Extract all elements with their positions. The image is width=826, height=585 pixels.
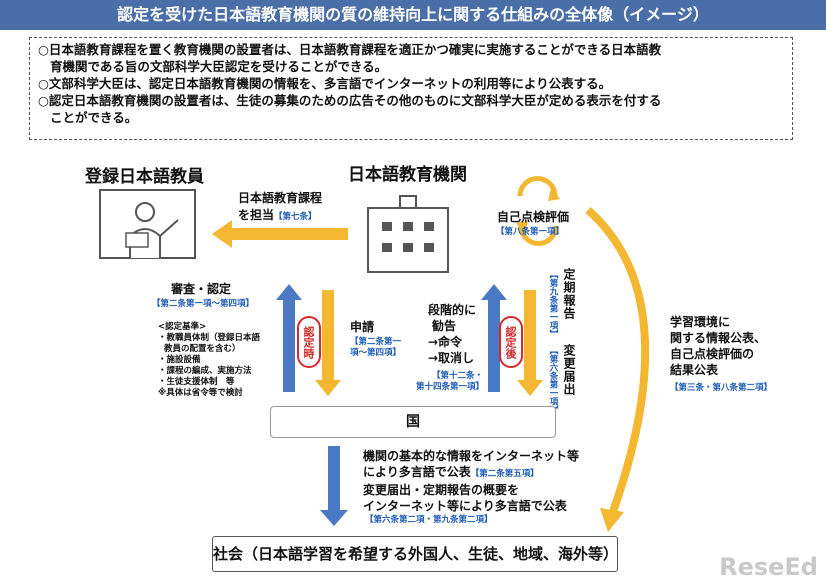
publication-line: により多言語で公表 xyxy=(363,465,471,479)
periodic-text: 定期報告 xyxy=(562,268,576,320)
learning-line: 学習環境に xyxy=(670,315,731,329)
course-text: を担当【第七条】 xyxy=(238,206,317,223)
learning-line: 自己点検評価の xyxy=(670,347,755,361)
criteria-item: ・課程の編成、実施方法 xyxy=(158,366,252,376)
badge-after: 認定後 xyxy=(499,316,523,368)
stepwise-ref: 【第十二条・ xyxy=(432,371,484,381)
stepwise-text: 段階的に 勧告 →命令 →取消し xyxy=(428,302,476,366)
periodic-ref: 【第九条第一項】 xyxy=(548,270,558,338)
cycle-icon xyxy=(516,176,560,246)
change-ref: 【第六条第一項】 xyxy=(548,346,558,414)
application-ref: 項～第四項】 xyxy=(350,348,402,358)
criteria-item: ・生徒支援体制 等 xyxy=(158,377,235,387)
apply-arrow xyxy=(315,290,341,396)
criteria-item: ※具体は省令等で検討 xyxy=(158,388,243,398)
course-text-2: を担当 xyxy=(238,208,275,222)
criteria-item: ・教職員体制（登録日本語 xyxy=(158,333,261,343)
page-title: 認定を受けた日本語教育機関の質の維持向上に関する仕組みの全体像（イメージ） xyxy=(0,0,826,30)
course-ref: 【第七条】 xyxy=(274,212,317,222)
learning-text: 学習環境に 関する情報公表、 自己点検評価の 結果公表 xyxy=(670,314,766,378)
criteria-list: <認定基準> ・教職員体制（登録日本語 教員の配置を含む） ・施設設備 ・課程の… xyxy=(158,322,260,399)
criteria-item: 教員の配置を含む） xyxy=(164,344,241,354)
publication-ref: 【第二条第五項】 xyxy=(470,469,539,479)
self-eval-text: 自己点検評価 xyxy=(497,210,570,224)
summary-box: ○日本語教育課程を置く教育機関の設置者は、日本語教育課程を適正かつ確実に実施する… xyxy=(29,37,793,140)
learning-arrow xyxy=(585,207,650,522)
publication-arrow xyxy=(320,446,348,526)
publication-line: 機関の基本的な情報をインターネット等 xyxy=(363,449,580,463)
building-icon xyxy=(367,195,449,273)
badge-before: 認定時 xyxy=(297,316,321,368)
teacher-icon xyxy=(99,189,196,259)
application-text: 申請 xyxy=(350,320,375,334)
review-text: 審査・認定 xyxy=(171,282,232,296)
learning-ref: 【第三条・第八条第二項】 xyxy=(670,383,773,393)
review-ref: 【第二条第一項～第四項】 xyxy=(152,299,255,309)
publication-line: インターネット等により多言語で公表 xyxy=(363,499,567,513)
publication-text: 機関の基本的な情報をインターネット等 により多言語で公表【第二条第五項】 変更届… xyxy=(363,448,579,514)
teacher-label: 登録日本語教員 xyxy=(85,167,204,187)
criteria-heading: <認定基準> xyxy=(158,322,207,332)
publication-line: 変更届出・定期報告の概要を xyxy=(363,483,520,497)
summary-line: ○日本語教育課程を置く教育機関の設置者は、日本語教育課程を適正かつ確実に実施する… xyxy=(38,42,662,57)
stepwise-line: 段階的に xyxy=(428,303,477,317)
summary-line: ○文部科学大臣は、認定日本語教育機関の情報を、多言語でインターネットの利用等によ… xyxy=(38,76,612,91)
society-box: 社会（日本語学習を希望する外国人、生徒、地域、海外等） xyxy=(212,536,618,572)
review-arrow xyxy=(276,284,302,392)
reseed-logo: ReseEd xyxy=(719,553,818,581)
summary-line: ことができる。 xyxy=(50,110,138,125)
self-eval-ref: 【第八条第一項】 xyxy=(496,227,565,237)
learning-line: 結果公表 xyxy=(670,363,719,377)
criteria-item: ・施設設備 xyxy=(158,355,201,365)
summary-line: 育機関である旨の文部科学大臣認定を受けることができる。 xyxy=(50,59,388,74)
course-text: 日本語教育課程 xyxy=(238,191,323,205)
stepwise-line: 勧告 xyxy=(432,319,457,333)
stepwise-arrow xyxy=(481,284,507,392)
country-box: 国 xyxy=(270,406,556,438)
stepwise-line: →命令 xyxy=(428,335,463,349)
institution-label: 日本語教育機関 xyxy=(348,165,467,185)
application-ref: 【第二条第一 xyxy=(350,337,402,347)
course-arrow xyxy=(212,220,348,248)
stepwise-line: →取消し xyxy=(428,351,475,365)
publication-ref: 【第六条第二項・第九条第二項】 xyxy=(365,515,493,525)
report-arrow xyxy=(517,290,543,396)
stepwise-ref: 第十四条第一項】 xyxy=(416,382,485,392)
summary-line: ○認定日本語教育機関の設置者は、生徒の募集のための広告その他のものに文部科学大臣… xyxy=(38,93,662,108)
change-text: 変更届出 xyxy=(562,344,576,396)
learning-line: 関する情報公表、 xyxy=(670,331,767,345)
